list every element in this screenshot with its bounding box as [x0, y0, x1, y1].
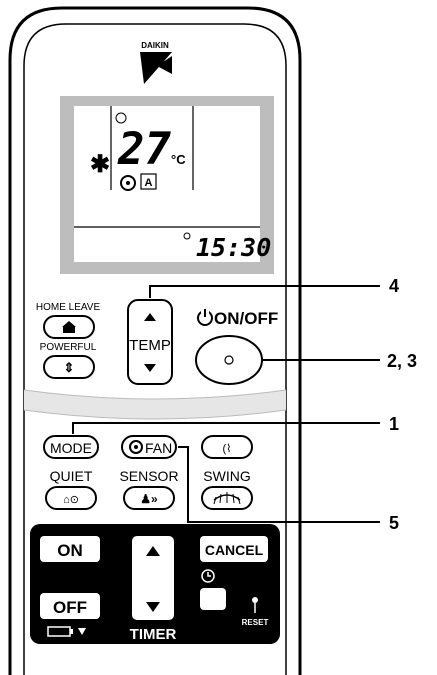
timer-off-label: OFF — [53, 598, 87, 617]
comfort-icon: (⌇ — [222, 443, 231, 455]
timer-down-icon[interactable] — [146, 602, 160, 612]
cool-mode-icon: ✱ — [90, 151, 110, 178]
callout-line-1 — [72, 422, 380, 434]
timer-up-icon[interactable] — [146, 546, 160, 556]
reset-label: RESET — [242, 618, 269, 627]
reset-hole[interactable] — [252, 597, 258, 603]
on-off-button[interactable] — [195, 335, 263, 385]
fan-speed-icon — [120, 175, 136, 191]
display-clock: 15:30 — [196, 233, 271, 262]
timer-clock-icon — [201, 569, 215, 583]
callout-2-3: 2, 3 — [387, 351, 417, 371]
on-off-label: ON/OFF — [214, 309, 278, 328]
callout-line-4 — [149, 285, 380, 298]
callout-1: 1 — [389, 414, 399, 434]
callout-5: 5 — [389, 513, 399, 533]
mode-button[interactable] — [43, 435, 99, 459]
quiet-button[interactable] — [45, 486, 97, 510]
timer-on-button[interactable] — [40, 536, 100, 562]
timer-button[interactable] — [132, 536, 174, 620]
comfort-button[interactable] — [201, 435, 253, 459]
callout-4: 4 — [389, 276, 399, 296]
clock-icon — [183, 232, 191, 240]
sensor-button[interactable] — [123, 486, 175, 510]
swing-label: SWING — [203, 468, 250, 484]
mode-label: MODE — [50, 440, 92, 456]
temp-button[interactable] — [127, 299, 173, 385]
cancel-button[interactable] — [200, 536, 268, 562]
battery-icon — [47, 626, 86, 637]
quiet-icon: ⌂⊙ — [63, 494, 79, 506]
indicator-icon — [115, 112, 127, 124]
temp-down-icon[interactable] — [144, 364, 156, 372]
timer-on-label: ON — [57, 541, 83, 560]
cancel-label: CANCEL — [205, 542, 264, 558]
temp-up-icon[interactable] — [144, 313, 156, 321]
temp-label: TEMP — [129, 337, 171, 354]
display-screen — [74, 106, 260, 262]
fan-icon — [129, 440, 143, 454]
timer-set-button[interactable] — [200, 588, 226, 610]
timer-label: TIMER — [130, 626, 177, 643]
powerful-label: POWERFUL — [40, 342, 97, 353]
display-temp-unit: °C — [171, 152, 186, 167]
sensor-icon: ♟» — [140, 492, 158, 506]
home-leave-icon — [62, 321, 76, 333]
powerful-icon: ⇕ — [64, 360, 75, 375]
home-leave-label: HOME LEAVE — [36, 302, 101, 313]
timer-off-button[interactable] — [40, 593, 100, 619]
svg-text:DAIKIN: DAIKIN — [141, 41, 169, 50]
display-temperature: 27 — [117, 124, 171, 175]
quiet-label: QUIET — [50, 468, 93, 484]
fan-label: FAN — [145, 440, 172, 456]
sensor-label: SENSOR — [119, 468, 178, 484]
daikin-logo: DAIKIN — [140, 41, 172, 84]
display-fan-mode: A — [145, 177, 153, 189]
callout-line-5 — [178, 446, 380, 523]
powerful-button[interactable] — [43, 355, 95, 379]
